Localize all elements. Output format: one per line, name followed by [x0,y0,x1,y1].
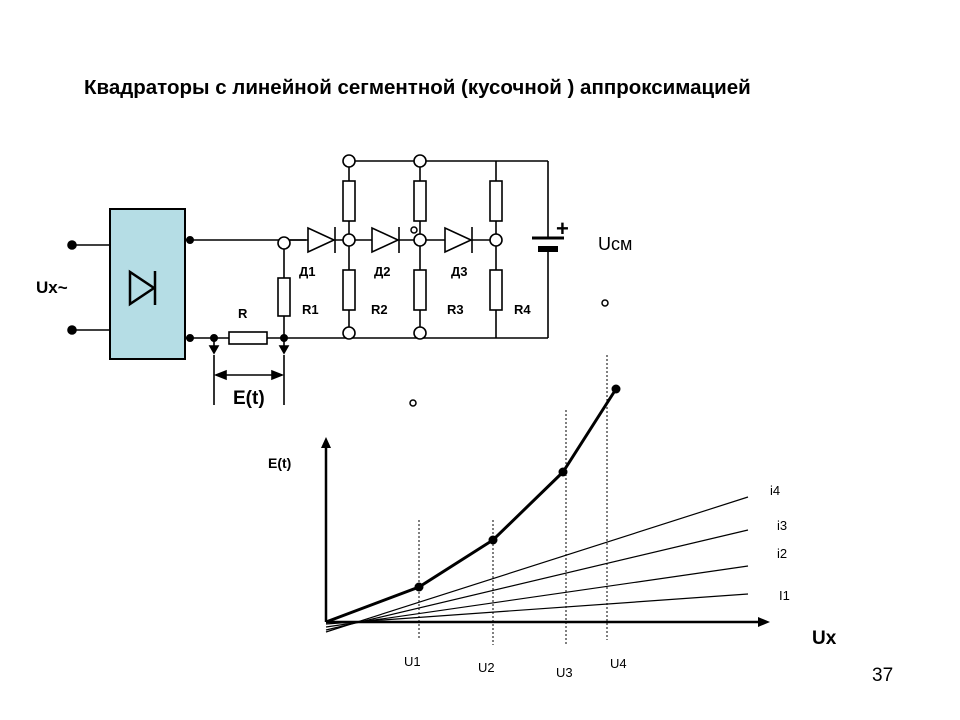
circuit-labels: Ux~ R E(t) Д1 Д2 Д3 R1 R2 R3 R4 + Uсм [36,216,632,409]
x-tick-u2: U2 [478,660,495,675]
resistor-r-label: R [238,306,248,321]
graph-ylabel: E(t) [268,455,291,471]
diode-d1-label: Д1 [299,264,316,279]
diode-d1 [307,226,336,254]
resistor-r1 [277,277,291,317]
resistor-upper-3 [489,180,503,222]
bias-plus-label: + [556,216,569,241]
curve-breakpoints [414,384,621,592]
line-i1 [325,593,749,625]
resistor-r [228,331,268,345]
resistor-upper-2 [413,180,427,222]
line-label-i2: i2 [777,546,787,561]
resistor-r3-label: R3 [447,302,464,317]
output-label: E(t) [233,388,265,409]
node-open-r1-top [277,236,291,250]
input-terminal-top [67,240,77,250]
rectifier-diode-icon [128,269,157,307]
graph-xlabel: Ux [812,628,837,649]
line-i4 [325,496,749,633]
resistor-r1-label: R1 [302,302,319,317]
resistor-r2-label: R2 [371,302,388,317]
component-lines [325,496,749,633]
diode-d2-label: Д2 [374,264,391,279]
page-number: 37 [872,665,894,686]
diode-d2 [371,226,400,254]
stray-circles [409,226,609,407]
piecewise-curve [325,388,618,624]
resistor-r4-label: R4 [514,302,531,317]
resistor-r2 [342,269,356,311]
resistor-r3 [413,269,427,311]
line-label-i1: I1 [779,588,790,603]
resistor-r4 [489,269,503,311]
slide-title: Квадраторы с линейной сегментной (кусочн… [84,76,751,99]
diode-d3 [444,226,473,254]
circuit-diagram [67,154,564,405]
x-tick-u1: U1 [404,654,421,669]
line-label-i4: i4 [770,483,780,498]
graph-labels: E(t) Ux U1 U2 U3 U4 i4 i3 i2 I1 [268,455,837,680]
resistor-upper-1 [342,180,356,222]
x-tick-u4: U4 [610,656,627,671]
line-i3 [325,529,749,631]
graph [321,355,770,645]
input-label: Ux~ [36,278,68,297]
bias-label: Uсм [598,234,632,254]
line-label-i3: i3 [777,518,787,533]
input-terminal-bottom [67,325,77,335]
x-tick-u3: U3 [556,665,573,680]
line-i2 [325,565,749,628]
diode-d3-label: Д3 [451,264,468,279]
